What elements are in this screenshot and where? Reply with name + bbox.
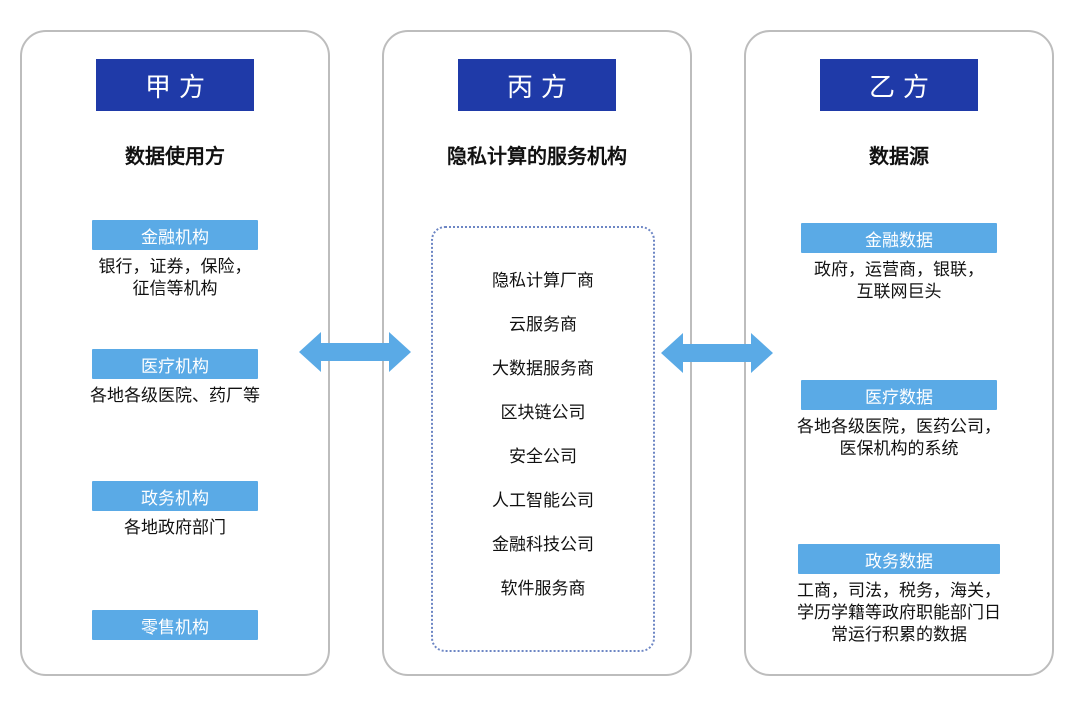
provider-item: 人工智能公司 bbox=[492, 491, 594, 511]
party-a-category: 政务机构 各地政府部门 bbox=[22, 481, 328, 539]
category-label: 政务数据 bbox=[798, 544, 1000, 574]
party-c-panel: 丙方 隐私计算的服务机构 隐私计算厂商 云服务商 大数据服务商 区块链公司 安全… bbox=[382, 30, 692, 676]
provider-item: 大数据服务商 bbox=[492, 359, 594, 379]
category-label: 金融数据 bbox=[801, 223, 997, 253]
party-a-subtitle: 数据使用方 bbox=[125, 144, 225, 168]
category-description: 各地各级医院、药厂等 bbox=[90, 386, 260, 406]
category-description: 政府，运营商，银联， 互联网巨头 bbox=[814, 260, 984, 302]
provider-item: 隐私计算厂商 bbox=[492, 271, 594, 291]
party-c-subtitle: 隐私计算的服务机构 bbox=[447, 144, 627, 168]
party-a-category: 零售机构 bbox=[22, 610, 328, 640]
party-c-header: 丙方 bbox=[458, 59, 616, 111]
category-label: 金融机构 bbox=[92, 220, 258, 250]
category-label: 零售机构 bbox=[92, 610, 258, 640]
provider-item: 云服务商 bbox=[509, 315, 577, 335]
category-label: 政务机构 bbox=[92, 481, 258, 511]
provider-item: 区块链公司 bbox=[500, 403, 586, 423]
provider-dotted-box: 隐私计算厂商 云服务商 大数据服务商 区块链公司 安全公司 人工智能公司 金融科… bbox=[431, 226, 655, 652]
party-b-header: 乙方 bbox=[820, 59, 978, 111]
party-a-category: 医疗机构 各地各级医院、药厂等 bbox=[22, 349, 328, 407]
double-headed-arrow-icon bbox=[661, 333, 773, 373]
provider-list: 隐私计算厂商 云服务商 大数据服务商 区块链公司 安全公司 人工智能公司 金融科… bbox=[433, 266, 653, 618]
provider-item: 安全公司 bbox=[509, 447, 577, 467]
category-description: 银行，证券，保险， 征信等机构 bbox=[98, 257, 252, 299]
category-description: 工商，司法，税务，海关， 学历学籍等政府职能部门日 常运行积累的数据 bbox=[797, 581, 1001, 645]
provider-item: 金融科技公司 bbox=[492, 535, 594, 555]
category-description: 各地各级医院，医药公司， 医保机构的系统 bbox=[797, 417, 1001, 459]
party-b-category: 医疗数据 各地各级医院，医药公司， 医保机构的系统 bbox=[746, 380, 1052, 460]
party-b-category: 金融数据 政府，运营商，银联， 互联网巨头 bbox=[746, 223, 1052, 303]
category-label: 医疗机构 bbox=[92, 349, 258, 379]
category-description: 各地政府部门 bbox=[124, 518, 226, 538]
party-b-panel: 乙方 数据源 金融数据 政府，运营商，银联， 互联网巨头 医疗数据 各地各级医院… bbox=[744, 30, 1054, 676]
party-a-category: 金融机构 银行，证券，保险， 征信等机构 bbox=[22, 220, 328, 300]
party-a-header: 甲方 bbox=[96, 59, 254, 111]
double-headed-arrow-icon bbox=[299, 332, 411, 372]
category-label: 医疗数据 bbox=[801, 380, 997, 410]
party-a-panel: 甲方 数据使用方 金融机构 银行，证券，保险， 征信等机构 医疗机构 各地各级医… bbox=[20, 30, 330, 676]
party-b-category: 政务数据 工商，司法，税务，海关， 学历学籍等政府职能部门日 常运行积累的数据 bbox=[746, 544, 1052, 646]
party-b-subtitle: 数据源 bbox=[869, 144, 929, 168]
provider-item: 软件服务商 bbox=[500, 579, 586, 599]
